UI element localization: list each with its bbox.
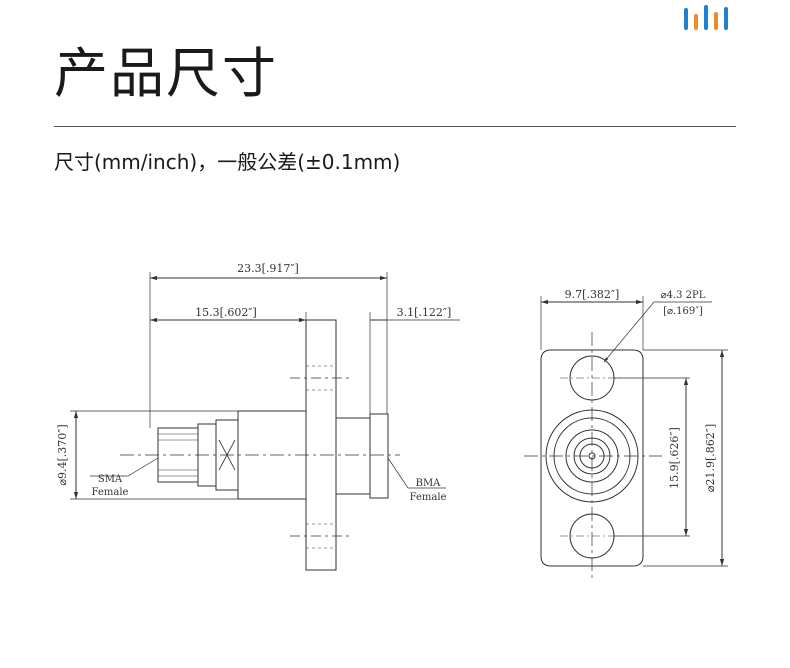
dim-overall-label: 23.3[.917″] xyxy=(237,262,299,275)
connector-outer xyxy=(545,409,639,503)
hole-size-label: ⌀4.3 2PL xyxy=(661,290,706,301)
front-flange xyxy=(540,349,644,567)
dim-front-width-label: 9.7[.382″] xyxy=(565,288,620,301)
bma-label: BMA xyxy=(416,478,442,489)
sma-leader xyxy=(90,457,159,477)
hole-size-inch-label: [⌀.169″] xyxy=(663,306,703,317)
sma-gender: Female xyxy=(92,487,129,498)
dim-rear-label: 3.1[.122″] xyxy=(397,306,452,319)
logo-bar xyxy=(704,5,708,30)
title-divider xyxy=(54,126,736,127)
sma-label: SMA xyxy=(98,474,123,485)
logo-bar xyxy=(714,12,718,30)
bma-leader xyxy=(387,457,446,489)
tolerance-note: 尺寸(mm/inch)，一般公差(±0.1mm) xyxy=(54,150,401,174)
logo-bar xyxy=(694,14,698,30)
hole-leader xyxy=(603,301,712,363)
front-view xyxy=(524,296,728,582)
logo-bar xyxy=(724,7,728,30)
dim-front-height-label: ⌀21.9[.862″] xyxy=(704,424,717,492)
dim-hole-spacing-label: 15.9[.626″] xyxy=(668,427,681,489)
flange xyxy=(305,319,337,571)
page-title: 产品尺寸 xyxy=(54,42,278,105)
dim-flange-label: 15.3[.602″] xyxy=(195,306,257,319)
dim-body-dia-label: ⌀9.4[.370″] xyxy=(56,424,69,485)
center-pin xyxy=(588,452,596,460)
logo-bar xyxy=(684,8,688,30)
brand-logo xyxy=(682,4,732,32)
rear-body xyxy=(335,417,371,495)
bma-end xyxy=(369,413,389,499)
bma-gender: Female xyxy=(410,492,447,503)
side-view xyxy=(70,272,460,571)
